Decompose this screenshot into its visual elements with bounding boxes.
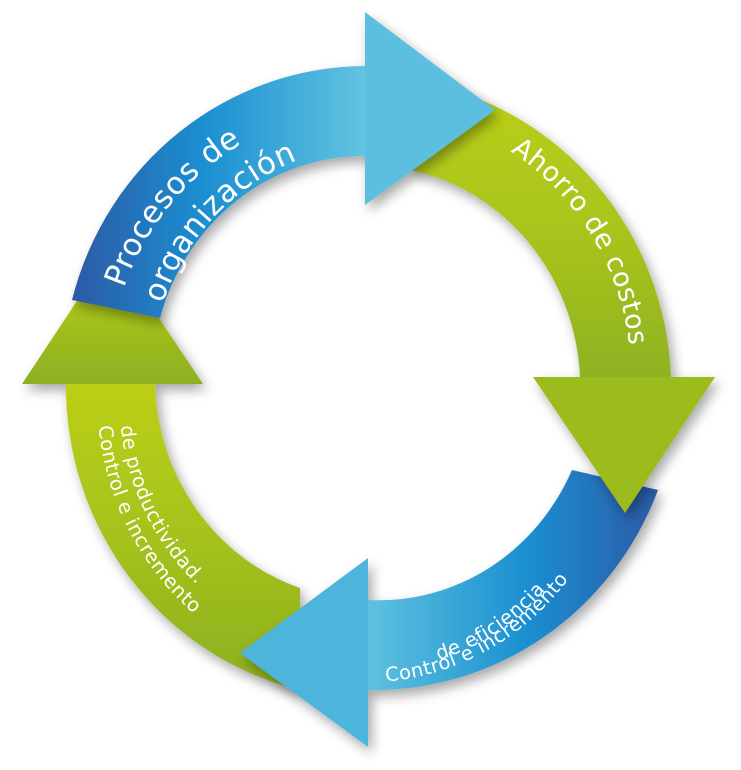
arrow-eficiencia-band bbox=[368, 470, 658, 691]
arrow-ahorro-band bbox=[410, 82, 671, 377]
arrow-eficiencia bbox=[240, 470, 658, 747]
arrow-eficiencia-head bbox=[240, 558, 368, 747]
arrow-productividad-band bbox=[65, 384, 300, 690]
arrow-procesos bbox=[72, 12, 495, 318]
arrow-productividad bbox=[22, 248, 300, 690]
arrow-productividad-head bbox=[22, 248, 203, 384]
arrow-procesos-band bbox=[72, 66, 366, 318]
arrow-ahorro-head bbox=[533, 377, 715, 513]
arrow-procesos-head bbox=[365, 12, 495, 205]
arrow-ahorro bbox=[410, 82, 715, 513]
